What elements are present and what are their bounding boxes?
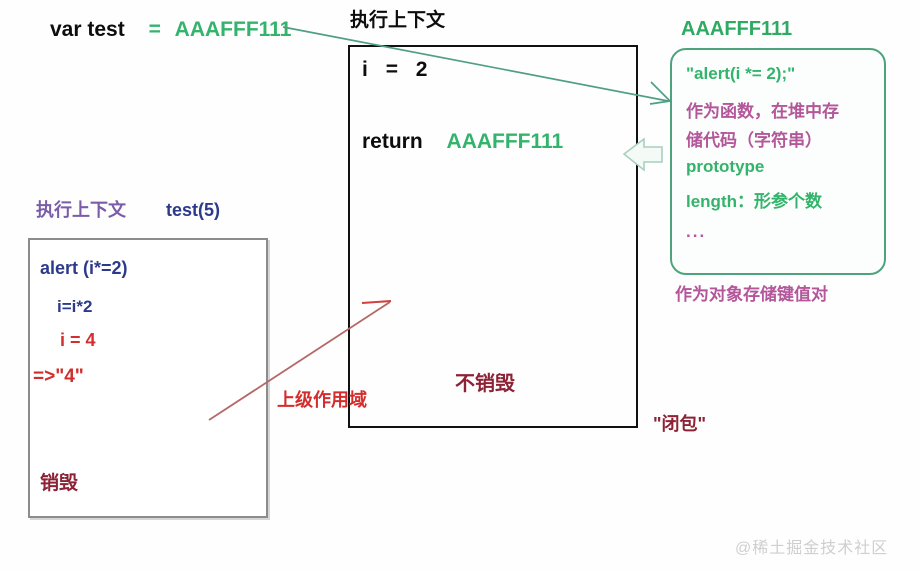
var-value: AAAFFF111 <box>174 18 292 41</box>
variable-i-value: 2 <box>415 58 429 81</box>
return-keyword: return <box>362 130 423 153</box>
closure-label: "闭包" <box>653 414 707 434</box>
not-destroyed-label: 不销毁 <box>455 373 515 395</box>
left-execution-context-title: 执行上下文 <box>36 200 126 220</box>
function-object-box: "alert(i *= 2);" 作为函数，在堆中存 储代码（字符串） prot… <box>670 48 886 275</box>
scope-arrow-label: 上级作用域 <box>277 390 367 410</box>
function-object-line-heap-1: 作为函数，在堆中存 <box>686 102 839 121</box>
return-value: AAAFFF111 <box>446 130 564 153</box>
function-object-caption: 作为对象存储键值对 <box>675 285 828 304</box>
function-object-heading: AAAFFF111 <box>681 18 793 40</box>
return-statement: return AAAFFF111 <box>362 130 563 154</box>
watermark: @稀土掘金技术社区 <box>735 540 889 557</box>
variable-i-assignment: i = 2 <box>362 58 428 82</box>
left-code-line-alert: alert (i*=2) <box>40 258 128 278</box>
var-keyword: var test <box>50 18 125 41</box>
function-object-line-ellipsis: ... <box>686 222 707 241</box>
function-object-line-prototype: prototype <box>686 157 765 176</box>
left-code-line-result: i = 4 <box>60 330 96 350</box>
left-execution-context-call: test(5) <box>166 200 221 220</box>
left-code-line-return: =>"4" <box>33 366 84 387</box>
var-equals: = <box>148 18 161 41</box>
destroy-label: 销毁 <box>40 473 79 494</box>
left-code-line-multiply: i=i*2 <box>57 297 93 316</box>
function-object-line-heap-2: 储代码（字符串） <box>686 131 822 150</box>
variable-i-equals: = <box>385 58 399 81</box>
function-object-line-length: length：形参个数 <box>686 192 822 211</box>
variable-i-name: i <box>362 58 369 81</box>
function-object-line-code: "alert(i *= 2);" <box>686 64 796 83</box>
execution-context-title: 执行上下文 <box>350 10 446 31</box>
var-declaration: var test = AAAFFF111 <box>50 18 291 42</box>
